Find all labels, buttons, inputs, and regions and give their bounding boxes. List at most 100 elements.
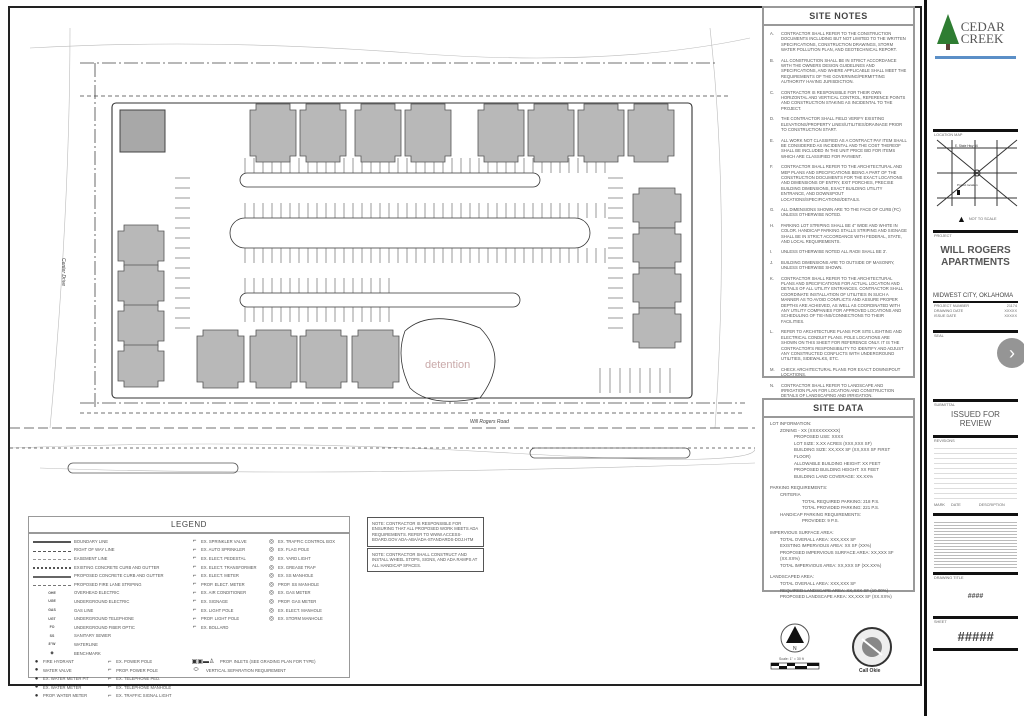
legend-item: ●Ex. water meter pit	[33, 675, 106, 684]
legend-label: Ex. elect. pedestal	[200, 555, 246, 561]
logo-water-line	[935, 56, 1016, 59]
legend-item: ⌐Ex. auto sprinkler	[191, 546, 268, 555]
project-city: MIDWEST CITY, OKLAHOMA	[933, 293, 1014, 299]
legend-symbol-icon: ⌐	[192, 589, 197, 596]
building	[632, 307, 682, 349]
site-data-line: Lot information:	[770, 421, 812, 426]
site-data-line: Handicap parking requirements:	[780, 511, 862, 517]
site-note-item: K.Contractor shall refer to the architec…	[770, 276, 907, 325]
building	[117, 344, 165, 388]
legend-item: ⌐Ex. elect. pedestal	[191, 554, 268, 563]
line-tag: OHE	[47, 590, 57, 595]
legend-item: Existing concrete curb and gutter	[33, 563, 191, 572]
note-key: J.	[770, 259, 774, 265]
legend-label: Boundary line	[74, 538, 109, 544]
legend-item: ⌐Ex. air conditioner	[191, 589, 268, 598]
line-symbol: ⬣	[50, 651, 54, 656]
note-text: Contractor shall refer to the constructi…	[781, 31, 906, 53]
issue-date: XXXXX	[1004, 313, 1017, 318]
scale-label: Scale: 1" = 30 ft	[779, 657, 804, 661]
site-note-item: C.Contractor is responsible for their ow…	[770, 90, 907, 112]
legend-symbol-icon: ●	[34, 658, 39, 665]
legend-item: ⌐Prop. elect. meter	[191, 580, 268, 589]
legend-item-vertical-separation: ⬭Vertical separation requirement	[193, 666, 286, 673]
legend-label: Fire hydrant	[43, 659, 74, 665]
submittal-label: Submittal	[934, 402, 956, 407]
legend-symbol-icon: ⌐	[192, 538, 197, 545]
road-label: Will Rogers Road	[470, 419, 509, 425]
not-to-scale-label: Not to scale	[968, 217, 997, 221]
line-symbol: UGT	[33, 616, 71, 621]
site-note-item: F.Contractor shall refer to the architec…	[770, 164, 907, 202]
legend-symbol-icon: ◎	[268, 590, 275, 597]
site-data-line: Total overall area: XXX,XXX SF	[780, 536, 856, 542]
building	[527, 103, 575, 163]
revisions-label: Revisions	[934, 438, 955, 443]
company-logo: CEDAR CREEK	[927, 0, 1024, 56]
line-symbol	[33, 548, 71, 552]
chevron-right-icon: ›	[1009, 342, 1015, 363]
legend-label: Benchmark	[74, 650, 101, 656]
site-data-line: Total overall area: XXX,XXX SF	[780, 581, 856, 587]
line-symbol: FO	[33, 625, 71, 630]
legend-item: ◎Ex. gas meter	[268, 589, 345, 598]
building	[351, 329, 400, 389]
legend-label: Ex. flag pole	[277, 547, 310, 553]
location-map-label: Location map	[934, 133, 963, 137]
legend-label: Underground electric	[74, 598, 130, 604]
sheet-label: Sheet	[934, 619, 947, 624]
line-symbol: OHE	[33, 590, 71, 595]
site-note-item: A. Contractor shall refer to the construc…	[770, 31, 907, 53]
note-key: B.	[770, 57, 774, 63]
site-data-line: Existing impervious area: XX SF (XX%)	[780, 543, 872, 549]
legend-label: Ex. water meter pit	[43, 676, 90, 682]
legend-item: ⌐Ex. bollard	[191, 623, 268, 632]
site-data-line: Parking requirements:	[770, 485, 828, 491]
line-tag: UGE	[47, 599, 57, 604]
building	[632, 227, 682, 269]
building	[477, 103, 525, 163]
legend-item: ◎Ex. flag pole	[268, 546, 345, 555]
svg-text:E. State Hwy 66: E. State Hwy 66	[955, 144, 978, 148]
legend-item: SSSanitary sewer	[33, 632, 191, 641]
building	[196, 329, 245, 389]
legend-label: Vertical separation requirement	[206, 667, 286, 673]
note-key: M.	[770, 366, 775, 372]
legend-symbol-icon: ◎	[268, 607, 275, 614]
site-note-item: E.All work not classified as a contract …	[770, 138, 907, 160]
legend-label: Overhead electric	[74, 590, 120, 596]
legend-item: ⌐Ex. light pole	[191, 606, 268, 615]
legend-item: ⬣ Benchmark	[33, 649, 191, 658]
note-key: A.	[770, 31, 774, 36]
legend-label: Right of way line	[74, 547, 115, 553]
legend-label: Proposed fire lane striping	[74, 581, 142, 587]
building	[354, 103, 402, 163]
building	[632, 267, 682, 309]
line-symbol: UGE	[33, 599, 71, 604]
note-text: All dimensions shown are to the face of …	[781, 206, 901, 218]
company-name: CEDAR CREEK	[960, 19, 1005, 46]
detention-label: detention	[425, 359, 470, 371]
next-page-button[interactable]: ›	[997, 338, 1024, 368]
site-note-item: M.Check architectural plans for exact do…	[770, 367, 907, 378]
site-data-title: SITE DATA	[764, 400, 913, 418]
line-symbol	[33, 556, 71, 561]
legend-item: ● Fire hydrant	[33, 657, 106, 666]
site-note-item: L.Refer to architecture plans for site l…	[770, 329, 907, 361]
legend-label: Underground fiber optic	[74, 624, 135, 630]
note-key: E.	[770, 137, 774, 143]
legend-label: Ex. elect. meter	[200, 573, 239, 579]
legend-item: Right of way line	[33, 546, 191, 555]
building	[117, 224, 165, 268]
drawing-title: ####	[967, 592, 984, 600]
note-text: The contractor shall field verify existi…	[781, 116, 903, 133]
legend-label: Ex. bollard	[200, 624, 229, 630]
site-note-item: N.Contractor shall refer to landscape an…	[770, 383, 907, 399]
legend-label: Prop. power pole	[116, 667, 158, 673]
site-note-item: H.Parking lot striping shall be 4" wide …	[770, 223, 907, 245]
site-note-item: G.All dimensions shown are to the face o…	[770, 207, 907, 218]
legend-symbol-icon: ●	[34, 692, 39, 699]
note-text: Contractor is responsible for their own …	[781, 89, 906, 111]
site-notes-panel: SITE NOTES A.Contractor shall refer to t…	[762, 6, 915, 398]
line-tag: UGT	[47, 616, 57, 621]
